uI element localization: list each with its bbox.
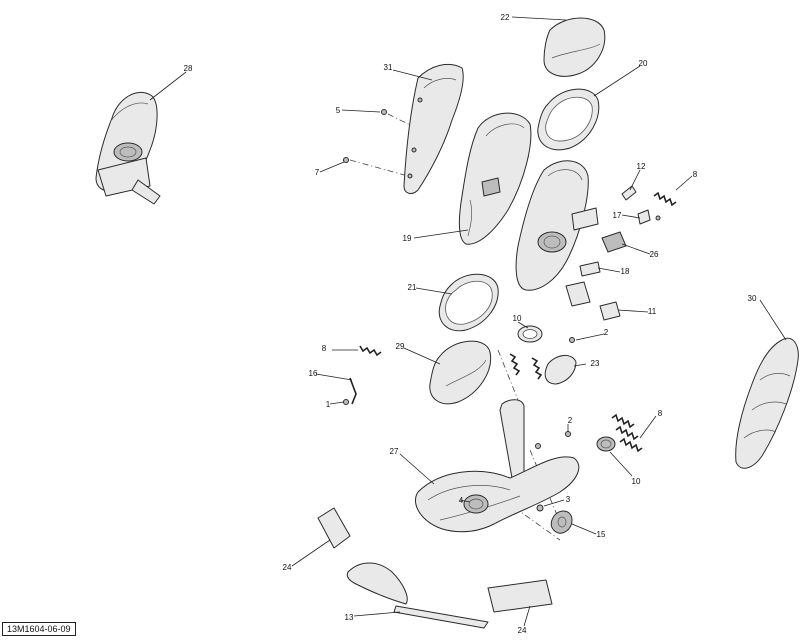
screw-7-part: [343, 157, 349, 163]
callout-label: 5: [336, 106, 341, 115]
damper-26-part: [601, 231, 627, 253]
callout-label: 3: [566, 495, 571, 504]
callout-label: 15: [597, 530, 606, 539]
side-panel-30-part: [735, 337, 799, 469]
heat-shield-panel-part: [403, 63, 464, 194]
spring-8-center-part: [509, 353, 521, 376]
leader-lines: [149, 16, 787, 627]
callout-label: 27: [390, 447, 399, 456]
shield-24-bottom-part: [487, 579, 553, 613]
callout-label: 10: [632, 477, 641, 486]
nut-2-lower-part: [565, 431, 571, 437]
callout-label: 24: [283, 563, 292, 572]
spring-8-left-part: [359, 345, 382, 357]
callout-label: 7: [315, 168, 320, 177]
callout-label: 17: [613, 211, 622, 220]
callout-labels: 22 31 20 28 5 7 12 8 17 19 26 18 30 21 1…: [184, 13, 757, 635]
callout-label: 23: [591, 359, 600, 368]
spring-8-right-b-part: [615, 425, 639, 441]
gasket-10-part: [517, 325, 543, 343]
callout-label: 30: [748, 294, 757, 303]
nut-17-part: [655, 215, 661, 221]
nut-lower-part: [535, 443, 541, 449]
spring-8-top-part: [653, 191, 677, 207]
callout-label: 26: [650, 250, 659, 259]
callout-label: 8: [658, 409, 663, 418]
silencer-body-part: [515, 160, 599, 307]
large-heat-shield-part: [458, 112, 532, 245]
screw-1-part: [343, 399, 349, 405]
callout-label: 29: [396, 342, 405, 351]
callout-label: 20: [639, 59, 648, 68]
callout-label: 2: [568, 416, 573, 425]
callout-label: 1: [326, 400, 331, 409]
coupling-15-part: [550, 510, 573, 534]
bracket-12-part: [621, 185, 637, 201]
washer-3-part: [536, 504, 544, 512]
exhaust-pipe-27-part: [415, 399, 580, 533]
rod-16-part: [349, 377, 357, 405]
callout-label: 28: [184, 64, 193, 73]
callout-label: 2: [604, 328, 609, 337]
shield-24-left-part: [317, 507, 351, 549]
clip-17-part: [637, 209, 651, 225]
spring-8-center2-part: [531, 357, 543, 380]
callout-label: 8: [322, 344, 327, 353]
hardware-parts: [343, 109, 661, 512]
bracket-18-part: [579, 261, 601, 277]
drawing-code-label: 13M1604-06-09: [2, 622, 76, 636]
springs: [349, 191, 677, 453]
callout-label: 12: [637, 162, 646, 171]
deflector-13-part: [346, 562, 489, 629]
callout-label: 19: [403, 234, 412, 243]
muffler-assembly-part: [95, 91, 161, 205]
callout-label: 31: [384, 63, 393, 72]
gasket-10-lower-part: [596, 436, 616, 452]
callout-label: 21: [408, 283, 417, 292]
heat-guard-23-part: [544, 355, 577, 385]
mounting-ring-21-part: [438, 273, 499, 332]
callout-label: 22: [501, 13, 510, 22]
callout-label: 10: [513, 314, 522, 323]
spring-8-right-a-part: [611, 413, 635, 429]
callout-label: 16: [309, 369, 318, 378]
screw-5-part: [381, 109, 387, 115]
callout-label: 24: [518, 626, 527, 635]
end-cap-cover-part: [543, 17, 606, 77]
callout-label: 11: [648, 307, 657, 316]
spring-8-right-c-part: [619, 437, 643, 453]
nut-2-part: [569, 337, 575, 343]
callout-label: 18: [621, 267, 630, 276]
mounting-ring-part: [537, 88, 600, 151]
callout-label: 13: [345, 613, 354, 622]
callout-label: 4: [459, 496, 464, 505]
callout-label: 8: [693, 170, 698, 179]
bracket-11-part: [599, 301, 621, 321]
end-cap-29-part: [429, 340, 492, 405]
